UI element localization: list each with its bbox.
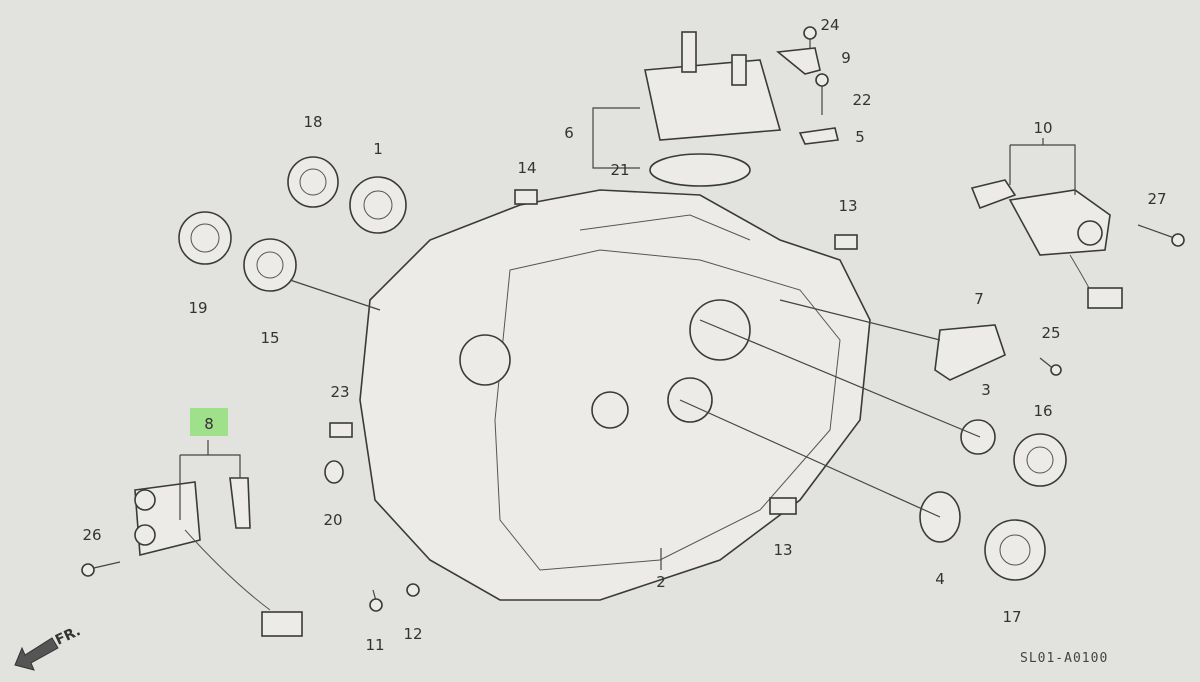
callout-16[interactable]: 16 xyxy=(1033,402,1052,420)
callout-10[interactable]: 10 xyxy=(1033,119,1052,137)
part-6-oil-cooler xyxy=(644,31,782,187)
callout-21[interactable]: 21 xyxy=(610,161,629,179)
part-8-solenoid xyxy=(134,477,303,637)
callout-11[interactable]: 11 xyxy=(365,636,384,654)
callout-22[interactable]: 22 xyxy=(852,91,871,109)
callout-7[interactable]: 7 xyxy=(974,290,984,308)
callout-26[interactable]: 26 xyxy=(82,526,101,544)
callout-13-bottom[interactable]: 13 xyxy=(773,541,792,559)
callout-12[interactable]: 12 xyxy=(403,625,422,643)
leader-lines xyxy=(179,107,1076,570)
callout-2[interactable]: 2 xyxy=(656,573,666,591)
callout-3[interactable]: 3 xyxy=(981,381,991,399)
callout-17[interactable]: 17 xyxy=(1002,608,1021,626)
callout-13-top[interactable]: 13 xyxy=(838,197,857,215)
callout-25[interactable]: 25 xyxy=(1041,324,1060,342)
callouts: 24 9 22 5 6 21 14 13 10 27 18 1 19 15 7 … xyxy=(82,16,1166,654)
callout-1[interactable]: 1 xyxy=(373,140,383,158)
callout-8-highlight xyxy=(190,408,228,436)
callout-8[interactable]: 8 xyxy=(204,415,214,433)
callout-20[interactable]: 20 xyxy=(323,511,342,529)
callout-23[interactable]: 23 xyxy=(330,383,349,401)
callout-15[interactable]: 15 xyxy=(260,329,279,347)
transmission-housing xyxy=(359,189,871,601)
bearings xyxy=(178,156,1067,581)
diagram-code: SL01-A0100 xyxy=(1020,651,1108,666)
part-10-solenoid xyxy=(970,179,1123,309)
callout-5[interactable]: 5 xyxy=(855,128,865,146)
callout-27[interactable]: 27 xyxy=(1147,190,1166,208)
callout-14[interactable]: 14 xyxy=(517,159,536,177)
callout-19[interactable]: 19 xyxy=(188,299,207,317)
callout-24[interactable]: 24 xyxy=(820,16,839,34)
small-parts xyxy=(81,26,1185,612)
callout-9[interactable]: 9 xyxy=(841,49,851,67)
callout-18[interactable]: 18 xyxy=(303,113,322,131)
front-arrow-icon xyxy=(14,637,59,671)
front-label: FR. xyxy=(53,623,83,648)
callout-4[interactable]: 4 xyxy=(935,570,945,588)
front-direction-indicator: FR. xyxy=(14,623,83,671)
callout-6[interactable]: 6 xyxy=(564,124,574,142)
